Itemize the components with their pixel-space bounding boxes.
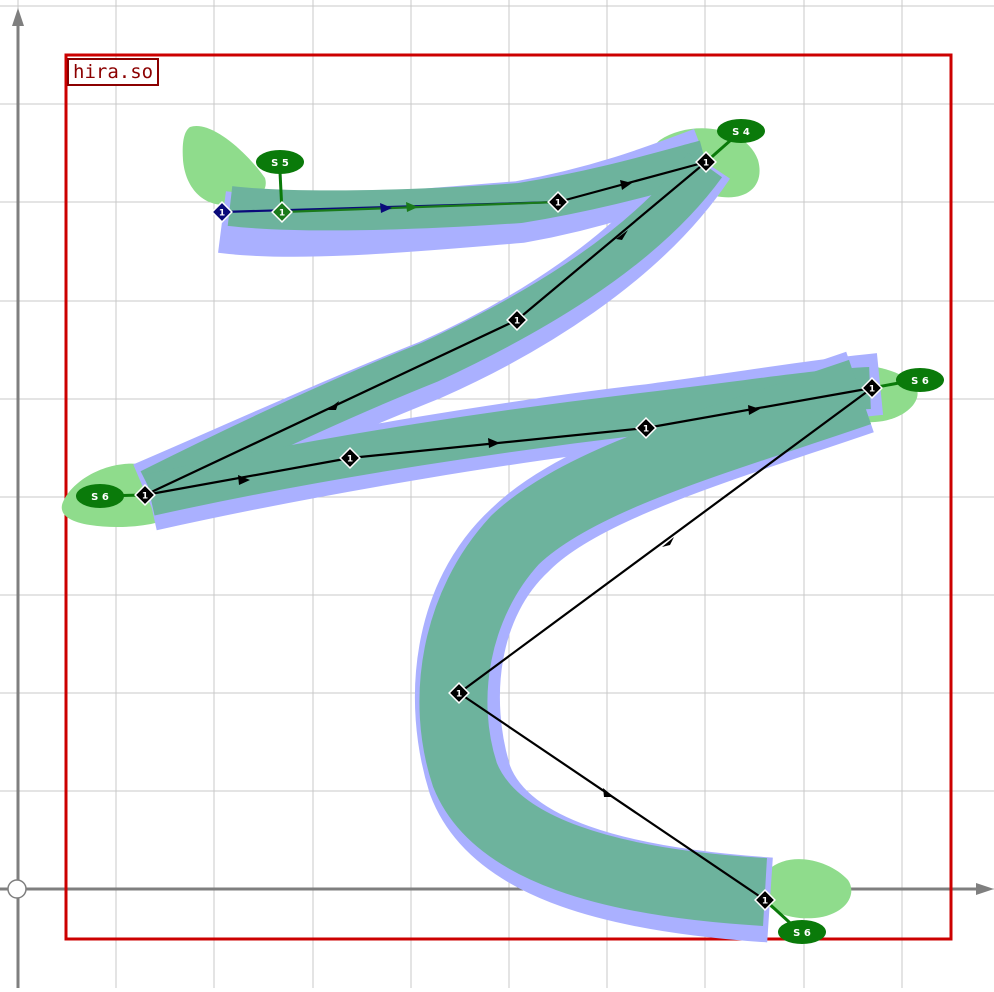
skeleton-node-label: 1: [555, 199, 561, 209]
skeleton-node-label: 1: [703, 159, 709, 169]
origin-point[interactable]: [8, 880, 26, 898]
y-axis-arrow: [12, 8, 24, 26]
arrow-head: [603, 788, 614, 797]
stroke-tag[interactable]: S 4: [717, 119, 765, 143]
stroke-tag-label: S 6: [911, 376, 929, 387]
skeleton-node-label: 1: [643, 425, 649, 435]
leaf-shape: [759, 859, 851, 918]
stroke-tag-label: S 6: [91, 492, 109, 503]
body-curve: [453, 392, 860, 892]
stroke-tag[interactable]: S 6: [896, 368, 944, 392]
stroke-tag-label: S 4: [732, 127, 750, 138]
stroke-tag[interactable]: S 6: [778, 920, 826, 944]
stroke-tag-label: S 6: [793, 928, 811, 939]
skeleton-node-label: 1: [219, 209, 225, 219]
watermark-label: hira.so: [67, 58, 159, 86]
stroke-tag[interactable]: S 5: [256, 150, 304, 174]
skeleton-node-label: 1: [762, 897, 768, 907]
skeleton-node-label: 1: [347, 455, 353, 465]
skeleton-node-label: 1: [456, 690, 462, 700]
x-axis-arrow: [976, 883, 994, 895]
stroke-tag-label: S 5: [271, 158, 289, 169]
skeleton-node-label: 1: [142, 492, 148, 502]
skeleton-node-label: 1: [869, 385, 875, 395]
stroke-tag[interactable]: S 6: [76, 484, 124, 508]
skeleton-node-label: 1: [279, 209, 285, 219]
skeleton-node-label: 1: [514, 317, 520, 327]
